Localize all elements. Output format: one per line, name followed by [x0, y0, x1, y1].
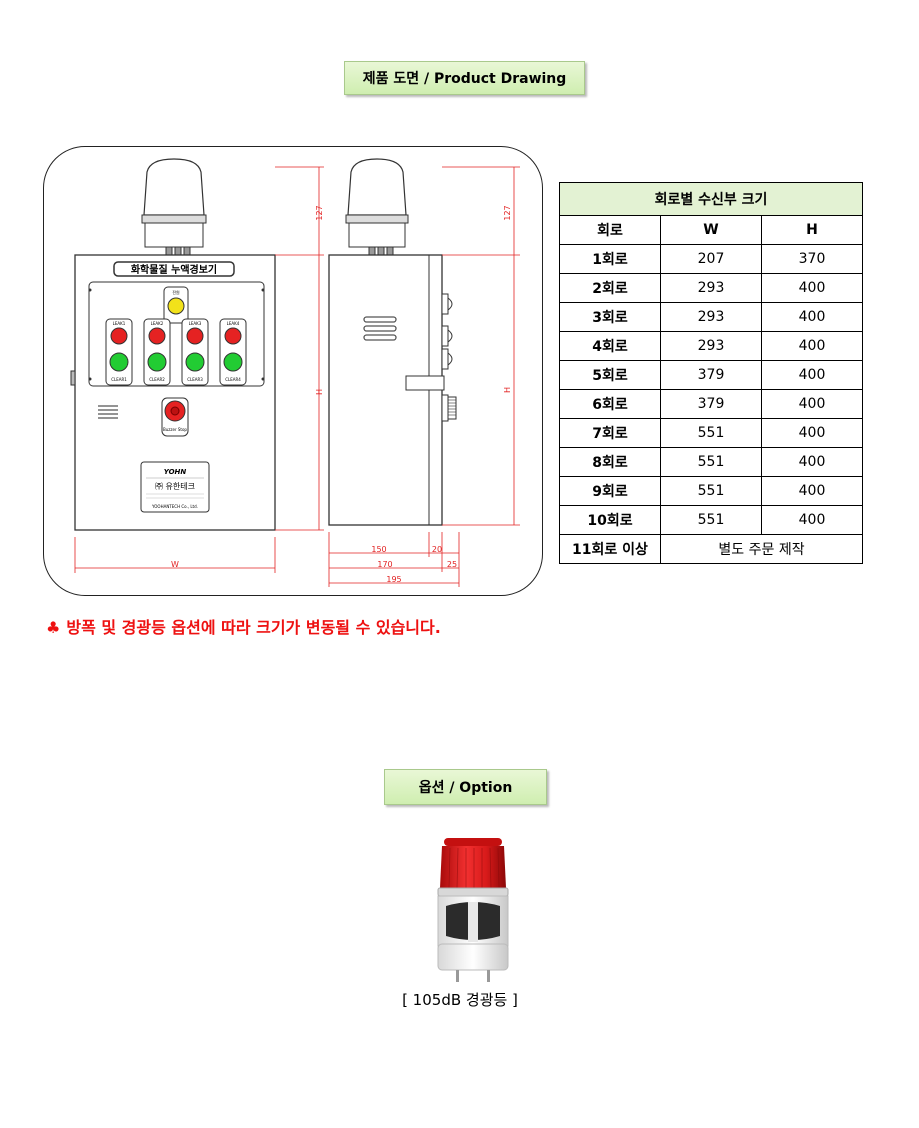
header-circuit: 회로: [559, 215, 661, 245]
dim-25: 25: [447, 560, 457, 569]
clear-label-4: CLEAR4: [225, 377, 241, 382]
table-header-row: 회로 W H: [559, 215, 863, 245]
clear-button-3: [185, 352, 205, 372]
leak-label-3: LEAK3: [189, 321, 202, 326]
dim-lamp-height-side: 127: [503, 205, 512, 220]
dim-20: 20: [432, 545, 442, 554]
dim-170: 170: [377, 560, 392, 569]
dim-195: 195: [386, 575, 401, 584]
run-lamp: [167, 297, 185, 315]
clear-label-1: CLEAR1: [111, 377, 127, 382]
table-caption: 회로별 수신부 크기: [559, 182, 863, 216]
size-variation-note: ♣ 방폭 및 경광등 옵션에 따라 크기가 변동될 수 있습니다.: [46, 614, 441, 638]
dim-w: W: [171, 560, 179, 569]
clear-button-4: [223, 352, 243, 372]
clear-button-2: [147, 352, 167, 372]
product-drawing: 화학물질 누액경보기 전원 LEAK1 LEAK2 LEAK3 LEAK4: [43, 146, 543, 596]
leak-label-2: LEAK2: [151, 321, 164, 326]
siren-caption: [ 105dB 경광등 ]: [402, 991, 518, 1009]
club-icon: ♣: [46, 618, 61, 637]
dim-lamp-height-front: 127: [315, 205, 324, 220]
note-text: 방폭 및 경광등 옵션에 따라 크기가 변동될 수 있습니다.: [66, 618, 441, 637]
buzzer-stop-label: Buzzer Stop: [163, 427, 187, 432]
leak-lamp-3: [186, 327, 204, 345]
dim-h-front: H: [315, 389, 324, 395]
clear-label-3: CLEAR3: [187, 377, 203, 382]
leak-lamp-4: [224, 327, 242, 345]
panel-title: 화학물질 누액경보기: [131, 263, 217, 276]
option-title: 옵션 / Option: [384, 769, 547, 805]
header-h: H: [761, 215, 863, 245]
leak-label-1: LEAK1: [113, 321, 126, 326]
leak-label-4: LEAK4: [227, 321, 240, 326]
table-row-custom-order: 11회로 이상 별도 주문 제작: [559, 534, 863, 564]
nameplate-brand: ㈜ 유한테크: [155, 481, 195, 491]
product-drawing-title: 제품 도면 / Product Drawing: [344, 61, 585, 95]
leak-lamp-2: [148, 327, 166, 345]
nameplate-company: YOOHANTECH Co., Ltd.: [151, 504, 198, 509]
speaker-grille: [98, 405, 118, 419]
clear-label-2: CLEAR2: [149, 377, 165, 382]
leak-columns: LEAK1 LEAK2 LEAK3 LEAK4 CLEAR1 CLEAR2 CL…: [105, 318, 247, 386]
leak-lamp-1: [110, 327, 128, 345]
svg-text:YOHN: YOHN: [164, 468, 187, 476]
run-lamp-label: 전원: [172, 289, 180, 295]
dim-150: 150: [371, 545, 386, 554]
side-beacon-lamp: [345, 158, 409, 256]
clear-button-1: [109, 352, 129, 372]
front-beacon-lamp: [141, 158, 207, 256]
dim-h-side: H: [503, 387, 512, 393]
header-w: W: [660, 215, 762, 245]
siren-beacon-image: [437, 838, 509, 982]
